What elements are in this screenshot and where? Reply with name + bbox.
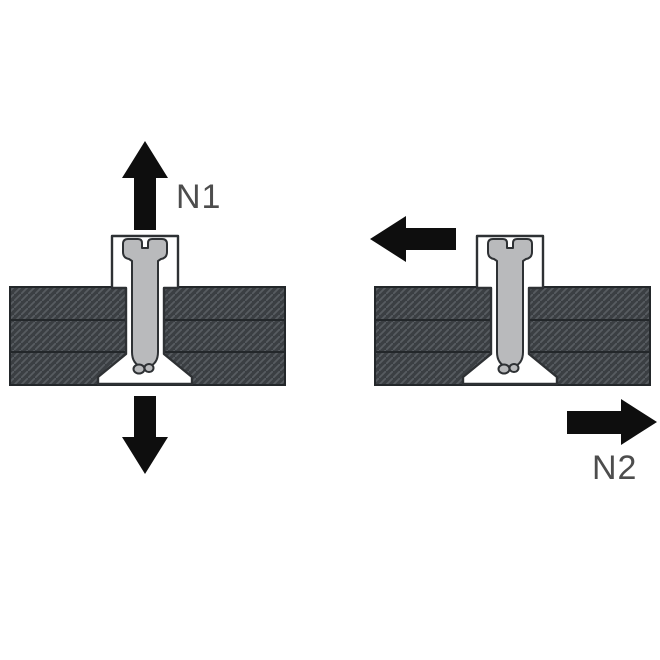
force-label-n2: N2 — [592, 449, 637, 487]
arrow-left-icon — [370, 216, 456, 262]
arrow-right-icon — [567, 399, 657, 445]
assembly-right — [373, 234, 652, 387]
arrow-up-icon — [122, 141, 168, 230]
arrow-down-icon — [122, 396, 168, 474]
force-label-n1: N1 — [176, 178, 221, 216]
assembly-left — [8, 234, 287, 387]
